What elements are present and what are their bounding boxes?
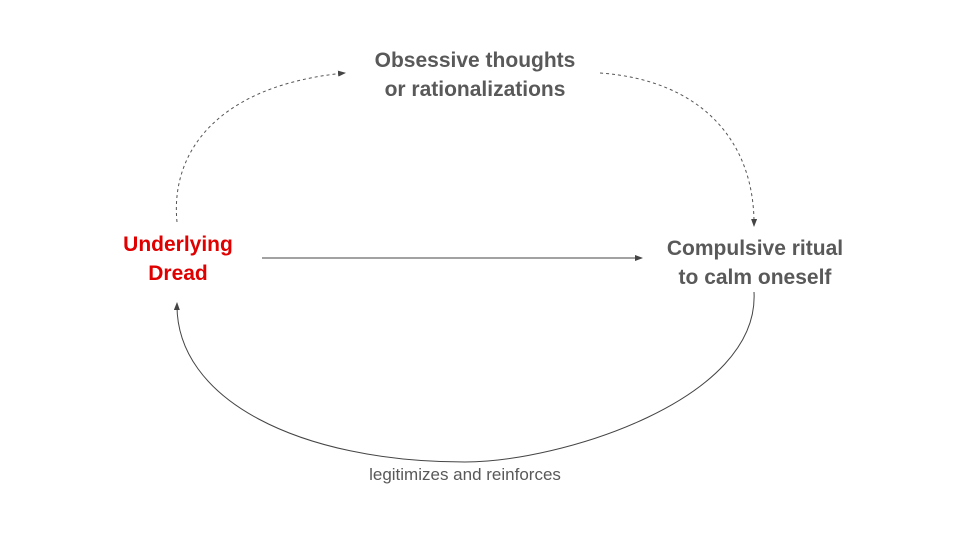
arrow-dread-to-thoughts (175, 70, 346, 223)
node-underlying-dread-line1: Underlying (123, 233, 233, 256)
node-underlying-dread-line2: Dread (148, 262, 208, 285)
node-obsessive-thoughts: Obsessive thoughts or rationalizations (330, 46, 620, 104)
node-compulsive-ritual-line1: Compulsive ritual (666, 237, 844, 260)
node-compulsive-ritual: Compulsive ritual to calm oneself (630, 234, 880, 292)
node-obsessive-thoughts-line2: or rationalizations (384, 78, 566, 101)
node-obsessive-thoughts-line1: Obsessive thoughts (374, 49, 576, 72)
edge-label-legitimizes: legitimizes and reinforces (369, 465, 561, 484)
arrow-thoughts-to-ritual (599, 72, 758, 227)
node-underlying-dread: Underlying Dread (96, 230, 260, 288)
arrow-ritual-to-dread (173, 291, 755, 463)
node-compulsive-ritual-line2: to calm oneself (678, 266, 832, 289)
